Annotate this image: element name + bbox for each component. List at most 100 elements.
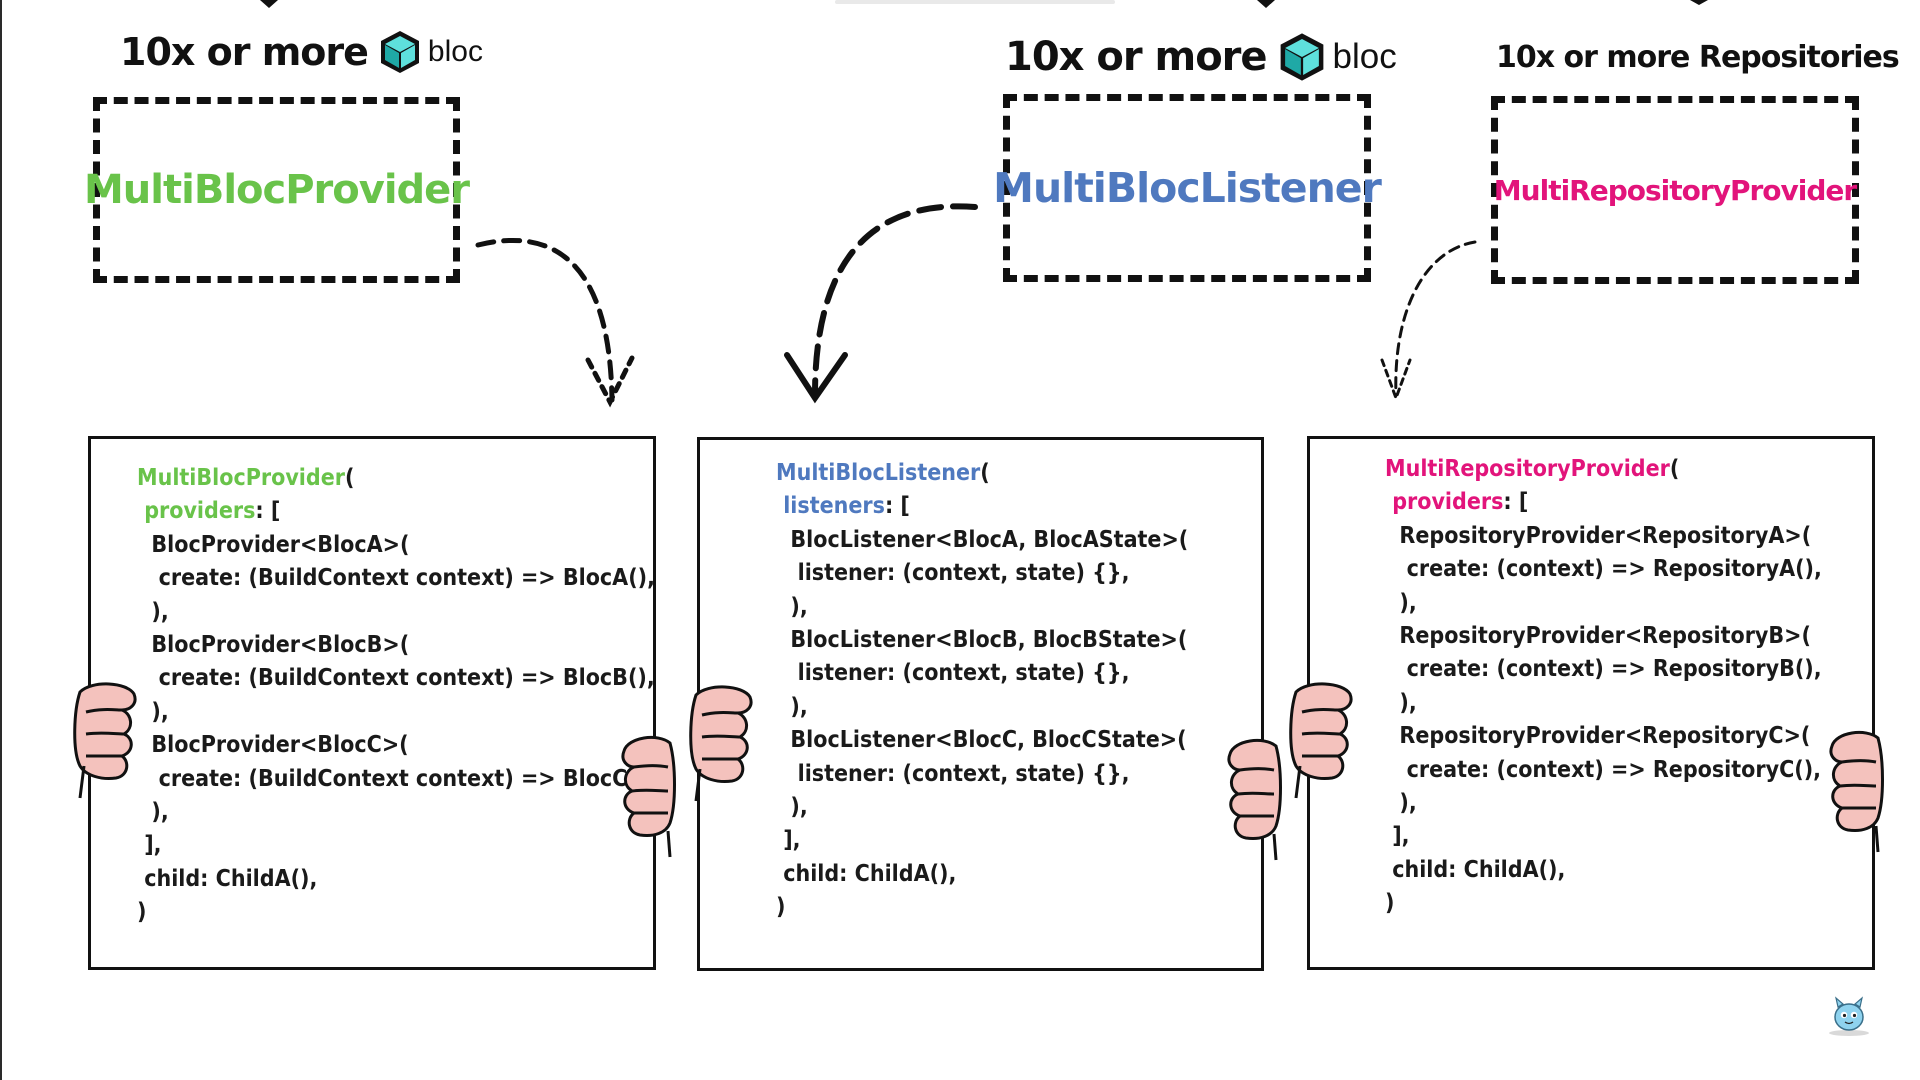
code-text: create: (context) => RepositoryB(),	[1406, 656, 1822, 683]
left-edge-line	[0, 0, 2, 1080]
code-text: BlocProvider<BlocA>(	[151, 531, 410, 558]
code-card-multibloc-provider	[88, 436, 656, 970]
heading-text: 10x or more Repositories	[1496, 40, 1900, 75]
code-keyword: providers	[144, 498, 256, 525]
hand-holding-card-icon	[689, 685, 753, 802]
code-line: RepositoryProvider<RepositoryC>(	[1385, 720, 1822, 753]
code-text: )	[1385, 890, 1395, 917]
bloc-cube-icon	[1280, 33, 1323, 81]
code-block: MultiRepositoryProvider( providers: [ Re…	[1385, 453, 1822, 920]
code-line: ),	[1385, 587, 1822, 620]
code-text: )	[137, 899, 147, 926]
code-line: ),	[137, 696, 655, 729]
code-line: listener: (context, state) {},	[776, 657, 1188, 690]
code-line: ),	[137, 796, 655, 829]
code-text: ],	[144, 832, 162, 859]
code-line: providers: [	[137, 495, 655, 528]
code-line: RepositoryProvider<RepositoryB>(	[1385, 620, 1822, 653]
code-line: ),	[1385, 687, 1822, 720]
code-line: MultiBlocProvider(	[137, 462, 655, 495]
code-text: BlocProvider<BlocB>(	[151, 631, 410, 658]
code-line: ),	[776, 691, 1188, 724]
code-card-multirepository-provider	[1307, 436, 1875, 970]
code-line: create: (BuildContext context) => BlocC(…	[137, 763, 655, 796]
code-line: child: ChildA(),	[137, 863, 655, 896]
curved-dashed-arrow-icon	[1380, 240, 1477, 403]
hand-holding-card-icon	[621, 735, 676, 858]
hand-holding-card-icon	[1829, 730, 1884, 853]
code-line: BlocProvider<BlocB>(	[137, 629, 655, 662]
code-text: create: (context) => RepositoryC(),	[1406, 756, 1822, 783]
code-line: BlocProvider<BlocA>(	[137, 529, 655, 562]
bloc-cube-icon	[380, 31, 419, 73]
curved-dashed-arrow-icon	[784, 203, 978, 404]
code-text: child: ChildA(),	[1392, 856, 1566, 883]
code-line: )	[776, 891, 1188, 924]
top-caret	[1257, 0, 1275, 8]
mascot-icon	[1829, 996, 1869, 1036]
code-line: BlocListener<BlocC, BlocCState>(	[776, 724, 1188, 757]
box-title: MultiBlocListener	[993, 164, 1382, 212]
code-line: create: (context) => RepositoryA(),	[1385, 553, 1822, 586]
heading-text: 10x or more	[120, 30, 369, 74]
code-keyword: listeners	[783, 493, 885, 520]
code-line: ],	[137, 829, 655, 862]
code-text: : [	[1503, 489, 1529, 516]
code-text: RepositoryProvider<RepositoryC>(	[1399, 723, 1811, 750]
code-text: listener: (context, state) {},	[797, 560, 1130, 587]
code-text: listener: (context, state) {},	[797, 760, 1130, 787]
code-text: ),	[790, 793, 808, 820]
code-text: : [	[255, 498, 281, 525]
code-line: create: (BuildContext context) => BlocA(…	[137, 562, 655, 595]
code-text: ),	[790, 593, 808, 620]
code-text: ),	[1399, 789, 1417, 816]
bloc-logo-text: bloc	[1332, 37, 1397, 76]
code-line: MultiRepositoryProvider(	[1385, 453, 1822, 486]
code-line: child: ChildA(),	[776, 858, 1188, 891]
code-line: BlocListener<BlocA, BlocAState>(	[776, 524, 1188, 557]
code-text: ],	[1392, 823, 1410, 850]
heading-text: 10x or more	[1005, 34, 1268, 80]
box-title: MultiBlocProvider	[84, 167, 470, 213]
multirepository-provider-box: MultiRepositoryProvider	[1491, 96, 1859, 284]
code-text: )	[776, 894, 786, 921]
bloc-logo-text: bloc	[427, 35, 483, 68]
code-line: ),	[137, 596, 655, 629]
code-card-multibloc-listener	[697, 437, 1264, 971]
hand-holding-card-icon	[1289, 682, 1353, 799]
heading-left: 10x or more bloc	[120, 28, 483, 76]
code-line: providers: [	[1385, 486, 1822, 519]
code-text: (	[344, 465, 355, 491]
code-text: listener: (context, state) {},	[797, 660, 1130, 687]
code-text: create: (BuildContext context) => BlocB(…	[158, 665, 655, 692]
code-text: ),	[151, 798, 169, 825]
code-block: MultiBlocListener( listeners: [ BlocList…	[776, 457, 1188, 924]
code-text: create: (BuildContext context) => BlocC(…	[158, 765, 655, 792]
hand-holding-card-icon	[73, 682, 137, 799]
code-keyword: MultiBlocProvider	[137, 465, 345, 491]
top-caret	[260, 0, 278, 8]
top-bar	[835, 0, 1115, 4]
code-text: BlocListener<BlocA, BlocAState>(	[790, 526, 1189, 553]
code-text: RepositoryProvider<RepositoryA>(	[1399, 522, 1812, 549]
code-line: ],	[1385, 820, 1822, 853]
code-block: MultiBlocProvider( providers: [ BlocProv…	[137, 462, 655, 929]
multibloc-listener-box: MultiBlocListener	[993, 94, 1382, 282]
code-text: BlocListener<BlocC, BlocCState>(	[790, 727, 1187, 754]
code-line: BlocListener<BlocB, BlocBState>(	[776, 624, 1188, 657]
curved-dashed-arrow-icon	[475, 238, 635, 408]
code-line: child: ChildA(),	[1385, 854, 1822, 887]
code-text: ),	[1399, 589, 1417, 616]
code-text: BlocListener<BlocB, BlocBState>(	[790, 626, 1188, 653]
code-line: create: (BuildContext context) => BlocB(…	[137, 662, 655, 695]
code-text: ),	[151, 698, 169, 725]
code-line: create: (context) => RepositoryC(),	[1385, 754, 1822, 787]
code-text: RepositoryProvider<RepositoryB>(	[1399, 622, 1811, 649]
code-line: ],	[776, 824, 1188, 857]
code-line: ),	[776, 791, 1188, 824]
hand-holding-card-icon	[1227, 738, 1282, 861]
code-keyword: providers	[1392, 489, 1504, 516]
multibloc-provider-box: MultiBlocProvider	[84, 97, 470, 283]
code-keyword: MultiBlocListener	[776, 460, 981, 486]
